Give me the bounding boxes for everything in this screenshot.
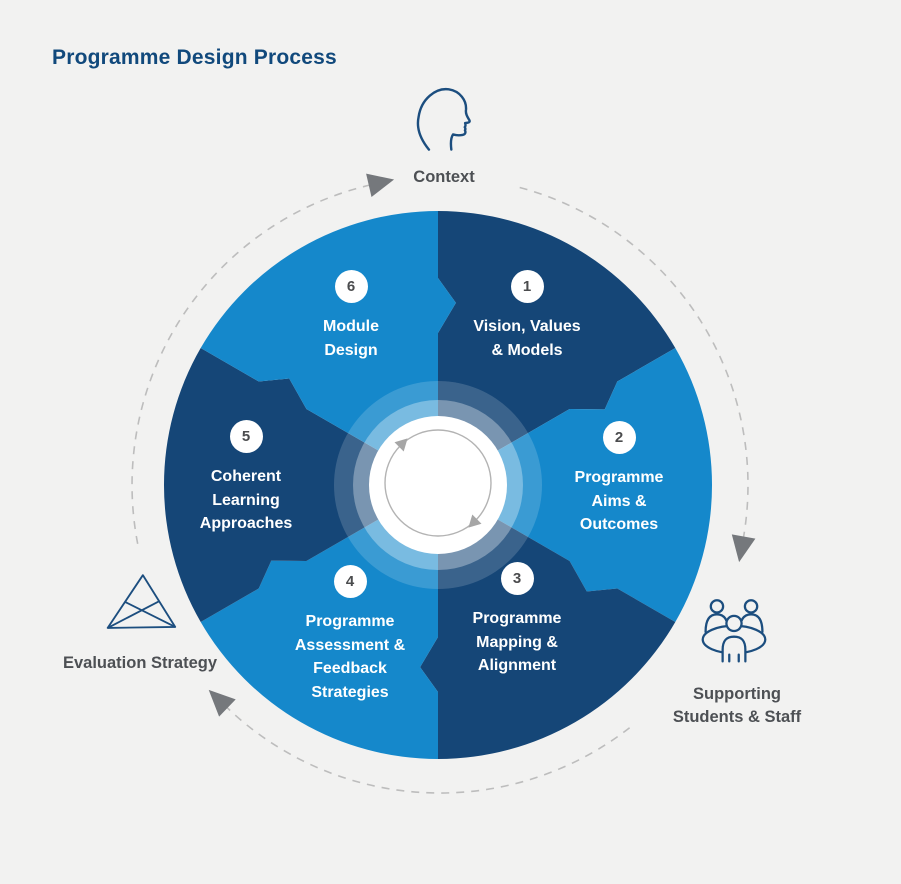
- dashed-arc-bottom: [225, 706, 631, 794]
- segment-6-module-design: 6 Module Design: [256, 270, 446, 362]
- segment-label-line: Vision, Values: [473, 318, 581, 335]
- segment-label-line: Approaches: [199, 515, 293, 532]
- segment-label-line: Mapping &: [476, 633, 558, 651]
- segment-5-coherent-learning: 5 Coherent Learning Approaches: [151, 420, 341, 536]
- segment-label-line: Feedback: [313, 660, 387, 677]
- segment-3-mapping-alignment: 3 Programme Mapping & Alignment: [422, 562, 612, 678]
- arrowhead-top-icon: [366, 173, 395, 197]
- wedge-4-assessment-feedback: [200, 485, 438, 759]
- step-number-badge: 3: [500, 562, 534, 595]
- segment-label-line: Programme: [574, 469, 664, 486]
- segment-label-line: Learning: [212, 491, 280, 509]
- segment-label-line: Coherent: [210, 468, 282, 485]
- step-number-badge: 5: [229, 420, 263, 453]
- wedge-6-module-design: [200, 211, 456, 485]
- segment-label-line: Design: [324, 341, 378, 359]
- evaluation-strategy-label: Evaluation Strategy: [62, 654, 218, 672]
- wedge-3-mapping-alignment: [420, 485, 676, 759]
- segment-label-line: Alignment: [477, 657, 557, 674]
- supporting-label-line: Supporting: [693, 685, 781, 703]
- segment-2-aims-outcomes: 2 Programme Aims & Outcomes: [524, 421, 714, 537]
- center-hub: [369, 416, 507, 554]
- people-around-table-icon: [701, 599, 767, 663]
- segment-1-vision-values: 1 Vision, Values & Models: [432, 270, 622, 362]
- outer-dashed-cycle: [131, 173, 756, 794]
- segment-label-line: Programme: [305, 613, 395, 630]
- wedge-2-aims-outcomes: [438, 348, 713, 622]
- dashed-arc-right: [519, 186, 749, 539]
- segment-label-line: Aims &: [591, 492, 647, 510]
- segment-label-line: Outcomes: [579, 516, 659, 533]
- wedge-1-vision-values: [438, 210, 676, 485]
- segment-label-line: Assessment &: [294, 636, 406, 654]
- head-profile-icon: [416, 88, 471, 151]
- supporting-students-staff-label: Supporting Students & Staff: [673, 683, 801, 729]
- segment-label-line: Module: [323, 318, 379, 335]
- segment-label-line: Strategies: [311, 683, 389, 701]
- triangle-prism-icon: [106, 574, 177, 629]
- step-number-badge: 6: [334, 270, 368, 303]
- segment-label-line: Programme: [472, 610, 562, 627]
- cycle-arrowhead-down-icon: [468, 514, 482, 528]
- clockwise-cycle-arrow-icon: [384, 429, 492, 537]
- process-wedges: [163, 210, 713, 759]
- context-label: Context: [413, 168, 475, 186]
- step-number-badge: 1: [510, 270, 544, 303]
- arrowhead-right-icon: [731, 534, 756, 563]
- segment-4-assessment-feedback: 4 Programme Assessment & Feedback Strate…: [255, 565, 445, 704]
- step-number-badge: 4: [333, 565, 367, 598]
- step-number-badge: 2: [602, 421, 636, 454]
- cycle-circle: [384, 429, 492, 537]
- segment-label-line: & Models: [491, 341, 563, 359]
- arrowhead-left-icon: [208, 689, 236, 717]
- supporting-label-line: Students & Staff: [672, 708, 802, 726]
- cycle-arrowhead-up-icon: [394, 438, 408, 452]
- wedge-5-coherent-learning: [163, 348, 438, 622]
- page-title: Programme Design Process: [52, 46, 337, 69]
